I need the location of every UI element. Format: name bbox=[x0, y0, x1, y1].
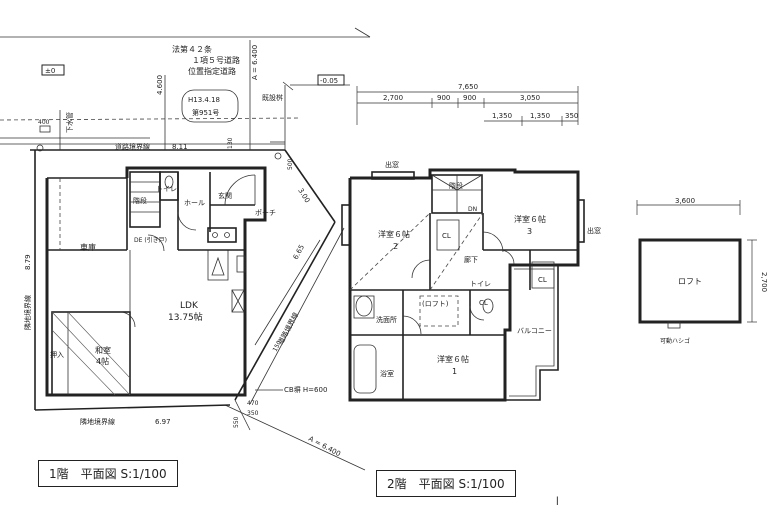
dim-3050: 3,050 bbox=[520, 94, 540, 102]
permit-number: 第951号 bbox=[192, 108, 219, 117]
dim-400-label: 400 bbox=[38, 119, 50, 126]
dim-total-7650: 7,650 bbox=[458, 83, 478, 91]
road-designated-label: 位置指定道路 bbox=[188, 66, 236, 76]
loft-plan: 3,600 2,700 ロフト 可動ハシゴ bbox=[636, 197, 768, 345]
sewer-label: 下水管 bbox=[65, 112, 74, 133]
dim-1350-a: 1,350 bbox=[492, 112, 512, 120]
loft-label: ロフト bbox=[678, 277, 702, 286]
room3-label: 洋室６帖 bbox=[514, 214, 546, 224]
floor1-title: 1階 平面図 S:1/100 bbox=[38, 460, 178, 487]
washitsu-size-label: 4帖 bbox=[96, 356, 109, 366]
ldk-label: LDK bbox=[180, 301, 199, 311]
existing-basin-label: 既設桝 bbox=[262, 93, 283, 102]
floor2-title: 2階 平面図 S:1/100 bbox=[376, 470, 516, 497]
loft-width-label: 3,600 bbox=[675, 197, 695, 205]
diag-300-label: 3.00 bbox=[296, 187, 311, 204]
closet-label-3: CL bbox=[479, 299, 488, 307]
road-clause-label: １項５号道路 bbox=[192, 55, 240, 65]
room2-number: 2 bbox=[393, 242, 398, 251]
bottom-boundary-length: 6.97 bbox=[155, 418, 171, 426]
side-road-boundary: 道路境界線 bbox=[276, 311, 300, 346]
level-minus-label: -0.05 bbox=[320, 77, 338, 85]
bay-window-label-2: 出窓 bbox=[587, 226, 601, 235]
washitsu-label: 和室 bbox=[95, 345, 111, 355]
ladder-label: 可動ハシゴ bbox=[660, 337, 690, 345]
room1-number: 1 bbox=[452, 367, 457, 376]
bay-window-label-1: 出窓 bbox=[385, 160, 399, 169]
hall-label: ホール bbox=[184, 199, 205, 207]
toilet-1f-label: トイレ bbox=[156, 185, 177, 193]
road-width-label: 4.600 bbox=[156, 75, 164, 95]
porch-label: ポーチ bbox=[255, 209, 276, 217]
room3-number: 3 bbox=[527, 227, 532, 236]
dim-500-label: 500 bbox=[287, 158, 294, 170]
dim-900-a: 900 bbox=[437, 94, 450, 102]
corridor-label: 廊下 bbox=[464, 255, 478, 264]
site-boundaries: 隣地境界線 8.79 隣地境界線 6.97 bbox=[23, 150, 231, 426]
permit-date: H13.4.18 bbox=[188, 96, 220, 104]
dim-350: 350 bbox=[565, 112, 578, 120]
dim-470-label: 470 bbox=[247, 400, 259, 407]
road-boundary-length: 8.11 bbox=[172, 143, 188, 151]
dim-550-label: 550 bbox=[233, 416, 240, 428]
bath-label: 浴室 bbox=[380, 369, 394, 378]
floor2-plan: 7,650 2,700 900 900 3,050 1,350 1,350 35… bbox=[341, 83, 601, 402]
dim-900-b: 900 bbox=[463, 94, 476, 102]
stair-2f-label: 階段 bbox=[449, 181, 463, 190]
dim-130-label: 130 bbox=[227, 137, 234, 149]
garage-label: 車庫 bbox=[80, 242, 96, 252]
entrance-label: 玄関 bbox=[218, 191, 232, 200]
left-boundary-label: 隣地境界線 bbox=[23, 295, 32, 330]
dim-350-label: 350 bbox=[247, 410, 259, 417]
closet-label-1: CL bbox=[442, 232, 451, 240]
sliding-door-label: DE (引き戸) bbox=[134, 236, 167, 244]
dim-150-label: 150 bbox=[272, 339, 284, 353]
stair-1f-label: 階段 bbox=[133, 196, 147, 205]
closet-label-2: CL bbox=[538, 276, 547, 284]
loft-height-label: 2,700 bbox=[760, 272, 768, 292]
diag-665-label: 6.65 bbox=[292, 243, 306, 261]
dim-1350-b: 1,350 bbox=[530, 112, 550, 120]
road-width-a-bottom: A = 6.400 bbox=[307, 435, 342, 459]
toilet-2f-label: トイレ bbox=[470, 280, 491, 288]
stair-down-label: DN bbox=[468, 206, 477, 213]
bottom-boundary-label: 隣地境界線 bbox=[80, 417, 115, 426]
road-boundary-label: 道路境界線 bbox=[115, 142, 150, 151]
oshiire-label: 押入 bbox=[50, 350, 64, 359]
road-law-label: 法第４２条 bbox=[172, 44, 212, 54]
left-boundary-length: 8.79 bbox=[24, 254, 32, 270]
stray-mark: ǀ bbox=[556, 496, 559, 506]
dim-2700: 2,700 bbox=[383, 94, 403, 102]
washroom-label: 洗面所 bbox=[376, 315, 397, 324]
level-zero-label: ±0 bbox=[45, 67, 55, 75]
road-area: 法第４２条 １項５号道路 位置指定道路 H13.4.18 第951号 ±0 -0… bbox=[0, 27, 371, 160]
floor1-plan: 車庫 トイレ 階段 ホール 玄関 ポーチ DE (引き戸) LDK 13.75帖… bbox=[45, 166, 276, 397]
room1-label: 洋室６帖 bbox=[437, 354, 469, 364]
balcony-label: バルコニー bbox=[517, 327, 552, 335]
loft-hatch-label: (ロフト) bbox=[422, 300, 449, 308]
room2-label: 洋室６帖 bbox=[378, 229, 410, 239]
ldk-size-label: 13.75帖 bbox=[168, 311, 203, 323]
cb-wall-label: CB塀 H=600 bbox=[284, 385, 327, 394]
road-width-a-top: A = 6.400 bbox=[251, 45, 259, 80]
